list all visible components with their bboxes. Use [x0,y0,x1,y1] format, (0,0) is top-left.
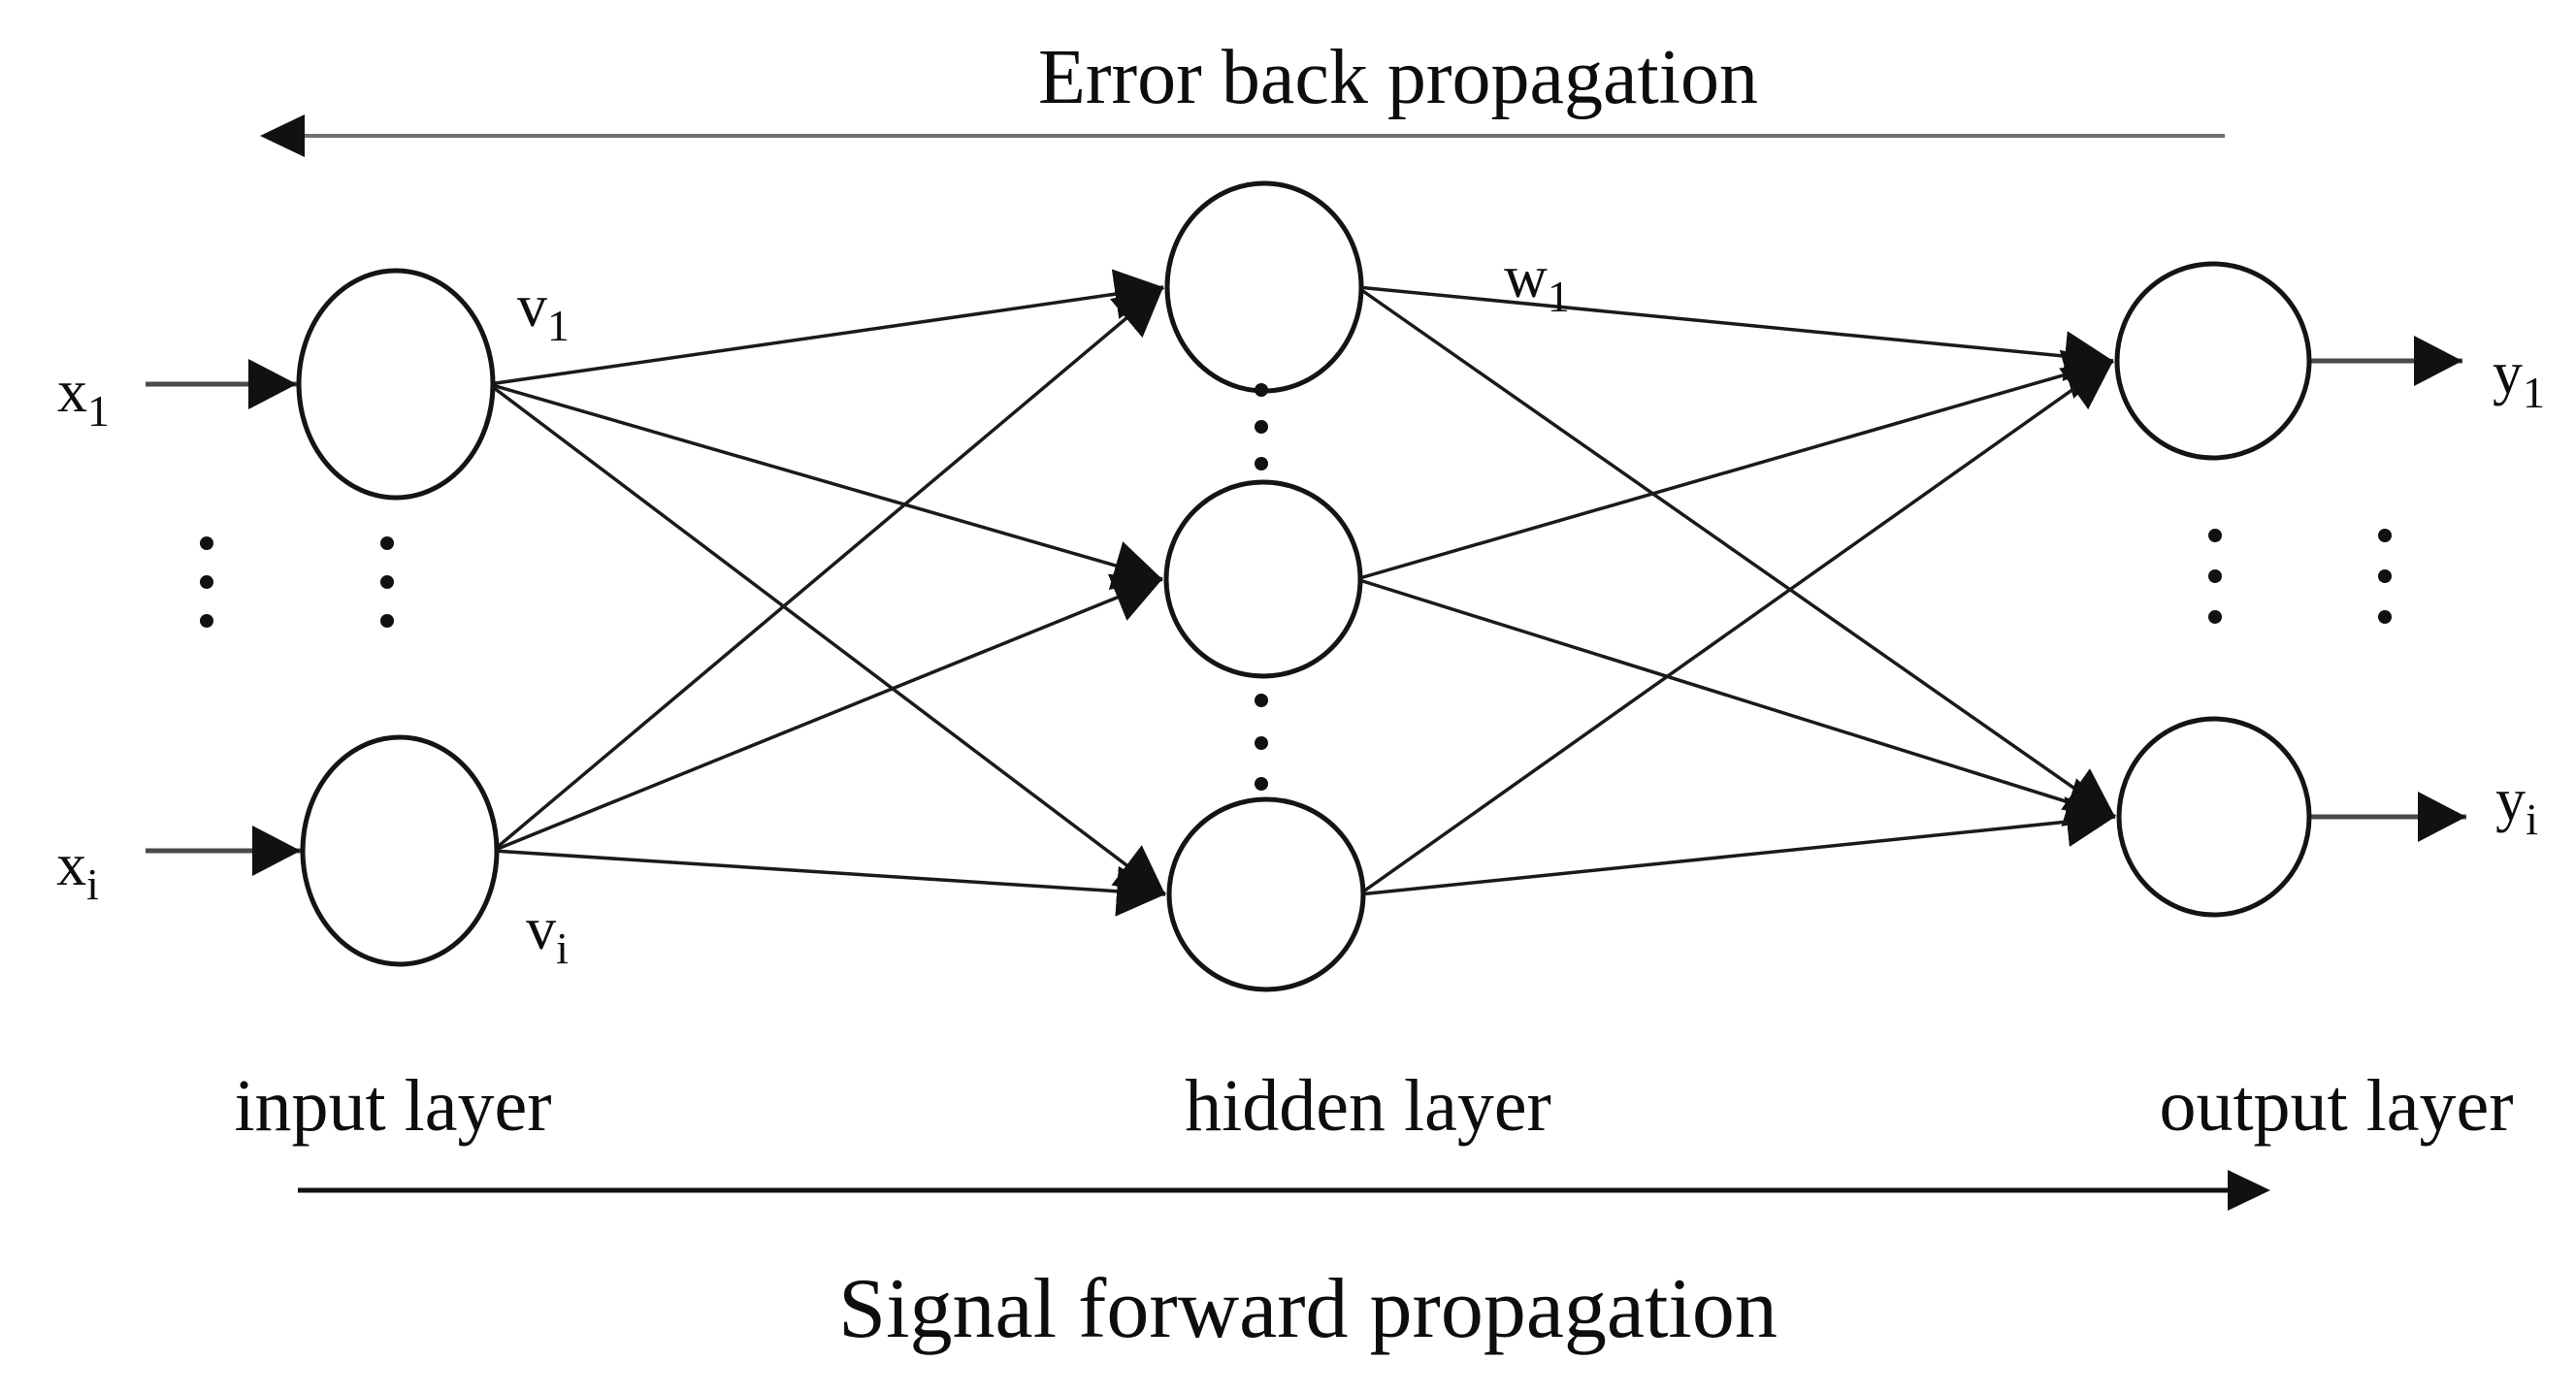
ellipsis-dot [1255,383,1268,397]
node-label-xi: xi [56,832,99,909]
hidden-layer-label: hidden layer [1185,1065,1551,1147]
edge-hidden-1-to-output-1 [1356,285,2114,382]
edge-input-i-to-hidden-1 [491,285,1165,853]
ellipsis-dot [1255,777,1268,791]
ellipsis-dot [2378,569,2392,583]
ellipsis-dot [2378,610,2392,624]
neuron-node-output-1 [2114,261,2312,461]
forward-propagation-arrow-head [2228,1170,2270,1211]
neuron-node-hidden-3 [1166,796,1366,992]
ellipsis-dot [2208,529,2222,542]
ellipsis-dot [1255,420,1268,434]
edge-input-i-to-hidden-2 [492,573,1163,853]
edge-hidden-2-to-output-1 [1355,349,2114,581]
edges-group [487,269,2117,917]
edge-hidden-3-to-output-i [1358,796,2116,896]
neuron-node-output-i [2116,716,2312,918]
ellipsis-dot [200,536,213,550]
ellipsis-dot [2208,569,2222,583]
node-label-vi: vi [526,896,569,973]
edge-input-1-to-hidden-3 [487,382,1167,896]
input-layer-label: input layer [234,1065,551,1147]
ellipsis-dot [380,614,394,628]
neuron-node-input-1 [296,268,496,501]
arrows-group [146,114,2466,1211]
ellipsis-dot [1255,457,1268,470]
output-layer-label: output layer [2159,1065,2513,1147]
node-label-yi: yi [2495,767,2538,844]
edge-input-1-to-hidden-1 [488,269,1164,386]
node-label-y1: y1 [2493,340,2545,417]
ellipsis-dot [2378,529,2392,542]
edge-hidden-2-to-output-i [1355,577,2116,827]
ellipsis-dot [200,575,213,589]
ellipsis-dots-group [200,383,2392,791]
ellipsis-dot [2208,610,2222,624]
node-label-x1: x1 [57,359,110,436]
neuron-node-input-i [300,734,500,967]
edge-input-1-to-hidden-2 [488,382,1163,591]
error-back-propagation-label: Error back propagation [1038,35,1758,120]
edge-hidden-3-to-output-1 [1357,359,2115,896]
node-label-w1: w1 [1504,244,1570,321]
edge-hidden-1-to-output-i [1355,285,2117,819]
nodes-group [296,180,2312,992]
ellipsis-dot [200,614,213,628]
neuron-node-hidden-2 [1163,479,1363,679]
ellipsis-dot [1255,694,1268,707]
signal-forward-propagation-label: Signal forward propagation [838,1262,1777,1356]
ellipsis-dot [380,536,394,550]
neuron-node-hidden-1 [1164,180,1364,394]
ellipsis-dot [380,575,394,589]
node-labels-group: x1 xi v1 vi w1 y1 yi [56,244,2545,973]
ellipsis-dot [1255,736,1268,750]
node-label-v1: v1 [517,274,570,350]
edge-input-i-to-hidden-3 [492,849,1166,917]
back-propagation-arrow-head [260,114,305,157]
